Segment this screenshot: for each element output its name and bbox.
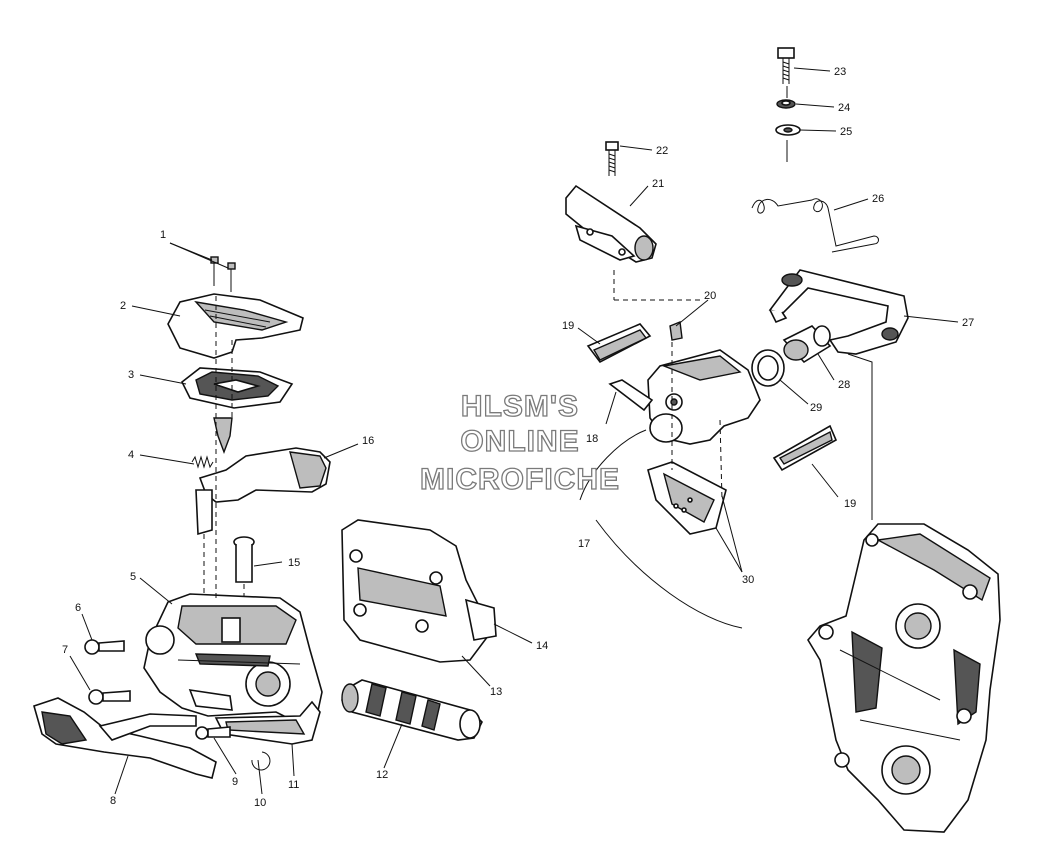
part-8-brake-lever xyxy=(33,697,217,779)
watermark-line-2: ONLINE xyxy=(460,425,579,458)
callout-11: 11 xyxy=(288,779,299,791)
part-16-throttle-lever xyxy=(195,447,331,620)
part-3-gasket xyxy=(180,367,294,409)
part-25-washer xyxy=(775,124,801,136)
callout-19-lower: 19 xyxy=(844,498,856,510)
callout-5: 5 xyxy=(130,571,136,583)
part-27-frame xyxy=(768,269,909,355)
part-1-screws xyxy=(210,256,236,292)
callout-28: 28 xyxy=(838,379,850,391)
left-assembly xyxy=(33,256,497,779)
callout-17: 17 xyxy=(578,538,590,550)
part-7-screw xyxy=(88,689,131,705)
callout-22: 22 xyxy=(656,145,668,157)
callout-16: 16 xyxy=(362,435,374,447)
part-15-pin xyxy=(233,536,255,620)
callout-10: 10 xyxy=(254,797,266,809)
chaincase-housing xyxy=(807,523,1001,833)
part-11-lower-housing xyxy=(214,700,321,745)
part-19-pad-upper xyxy=(586,323,652,364)
callout-14: 14 xyxy=(536,640,548,652)
callout-23: 23 xyxy=(834,66,846,78)
callout-15: 15 xyxy=(288,557,300,569)
callout-26: 26 xyxy=(872,193,884,205)
leader-lines xyxy=(69,67,959,795)
callout-8: 8 xyxy=(110,795,116,807)
callout-4: 4 xyxy=(128,449,134,461)
part-5-housing xyxy=(143,593,323,723)
part-6-screw xyxy=(84,639,125,655)
part-30-pad-set xyxy=(647,461,727,535)
watermark-line-3: MICROFICHE xyxy=(420,463,620,496)
part-20-bleeder xyxy=(669,321,683,341)
needle-valve xyxy=(213,417,233,454)
callout-3: 3 xyxy=(128,369,134,381)
callout-1: 1 xyxy=(160,229,166,241)
part-13-14-cover xyxy=(341,519,497,663)
part-23-bolt xyxy=(777,47,795,84)
callout-12: 12 xyxy=(376,769,388,781)
callout-21: 21 xyxy=(652,178,664,190)
watermark: HLSM'S ONLINE MICROFICHE xyxy=(419,389,620,496)
part-4-spring xyxy=(191,455,214,469)
callout-labels: 1 2 3 4 5 6 7 8 9 10 11 12 13 14 15 16 1… xyxy=(62,66,974,809)
right-assembly xyxy=(565,47,1001,833)
callout-9: 9 xyxy=(232,776,238,788)
part-12-throttle-tube xyxy=(341,679,483,741)
part-24-lockwasher xyxy=(776,99,796,109)
callout-13: 13 xyxy=(490,686,502,698)
callout-2: 2 xyxy=(120,300,126,312)
part-29-o-ring xyxy=(751,349,785,387)
callout-29: 29 xyxy=(810,402,822,414)
part-2-top-cover xyxy=(167,293,304,359)
callout-30: 30 xyxy=(742,574,754,586)
callout-19-upper: 19 xyxy=(562,320,574,332)
callout-7: 7 xyxy=(62,644,68,656)
callout-20: 20 xyxy=(704,290,716,302)
callout-18: 18 xyxy=(586,433,598,445)
part-22-bolt xyxy=(605,141,619,176)
callout-27: 27 xyxy=(962,317,974,329)
callout-6: 6 xyxy=(75,602,81,614)
part-21-bracket xyxy=(565,184,657,263)
part-28-bushing xyxy=(782,325,832,364)
callout-24: 24 xyxy=(838,102,850,114)
part-9-screw xyxy=(195,726,231,740)
part-10-clip xyxy=(251,751,271,771)
part-18-caliper xyxy=(608,349,761,445)
part-26-spring xyxy=(751,198,879,253)
part-19-pad-lower xyxy=(772,424,838,472)
watermark-line-1: HLSM'S xyxy=(461,390,579,423)
callout-25: 25 xyxy=(840,126,852,138)
